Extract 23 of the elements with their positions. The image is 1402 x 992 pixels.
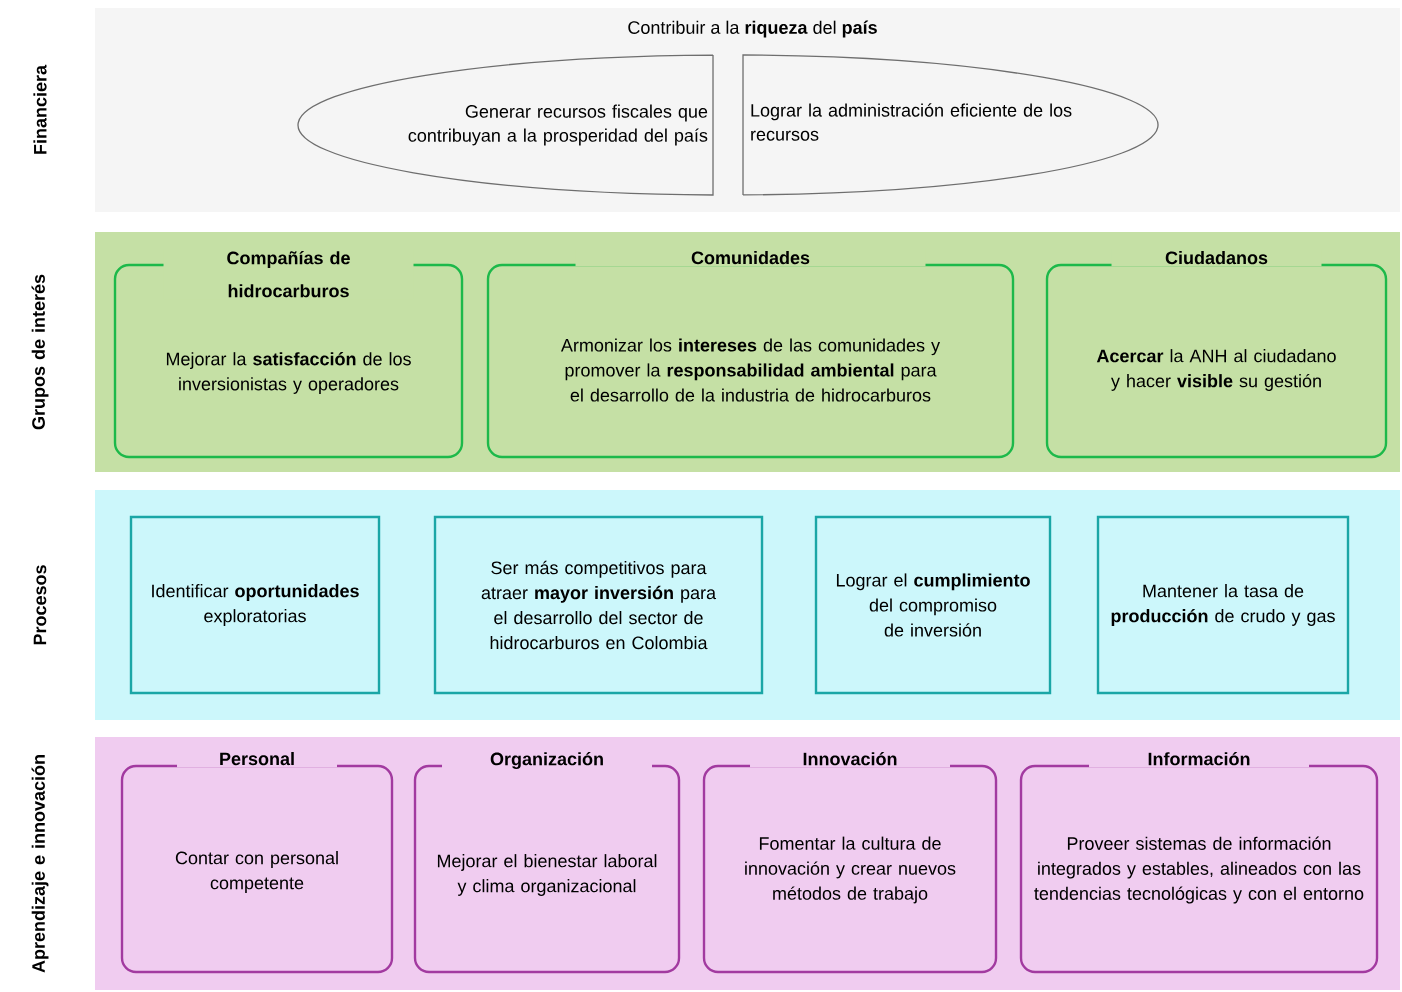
- band-title: Contribuir a la riqueza del país: [628, 20, 877, 38]
- node-label: Ciudadanos: [1165, 250, 1268, 265]
- node-label: Innovación: [803, 751, 897, 766]
- row-label: Procesos: [33, 565, 47, 645]
- objective-box: Ciudadanos Acercar la ANH al ciudadano y hacer visible su gestión: [1045, 249, 1388, 459]
- row-label: Aprendizaje e innovación: [31, 755, 49, 973]
- objective-box: Innovación Fomentar la cultura de innovación y crear nuevos métodos de trabajo: [702, 750, 998, 974]
- row-label: Grupos de interés: [31, 274, 49, 430]
- node-label: Compañías de: [227, 250, 350, 268]
- objective-box: Identificar oportunidades exploratorias: [129, 515, 381, 695]
- objective-box: Mantener la tasa de producción de crudo y gas: [1096, 515, 1350, 695]
- objective-box: Organización Mejorar el bienestar laboral y clima organizacional: [413, 750, 681, 974]
- objective-box: Información Proveer sistemas de información integrados y estables, alineados con las tendencias tecnológicas y con el entorno: [1019, 750, 1379, 974]
- node-label: Información: [1148, 751, 1250, 766]
- objective-box: Personal Contar con personal competente: [120, 750, 394, 974]
- node-label: Personal: [220, 751, 294, 766]
- node-label: Comunidades: [691, 250, 810, 265]
- row-label: Financiera: [33, 64, 47, 154]
- objective-box: Comunidades Armonizar los intereses de las comunidades y promover la responsabilidad ambiental para el desarrollo de la industria de hidrocarburos: [486, 249, 1015, 459]
- objective-box: Lograr el cumplimiento del compromiso de inversión: [814, 515, 1052, 695]
- node-label: Organización: [490, 751, 603, 770]
- objective-box: Ser más competitivos para atraer mayor inversión para el desarrollo del sector de hidrocarburos en Colombia: [433, 515, 764, 695]
- objective-box: Compañías de hidrocarburos Mejorar la satisfacción de los inversionistas y operadores: [113, 249, 464, 459]
